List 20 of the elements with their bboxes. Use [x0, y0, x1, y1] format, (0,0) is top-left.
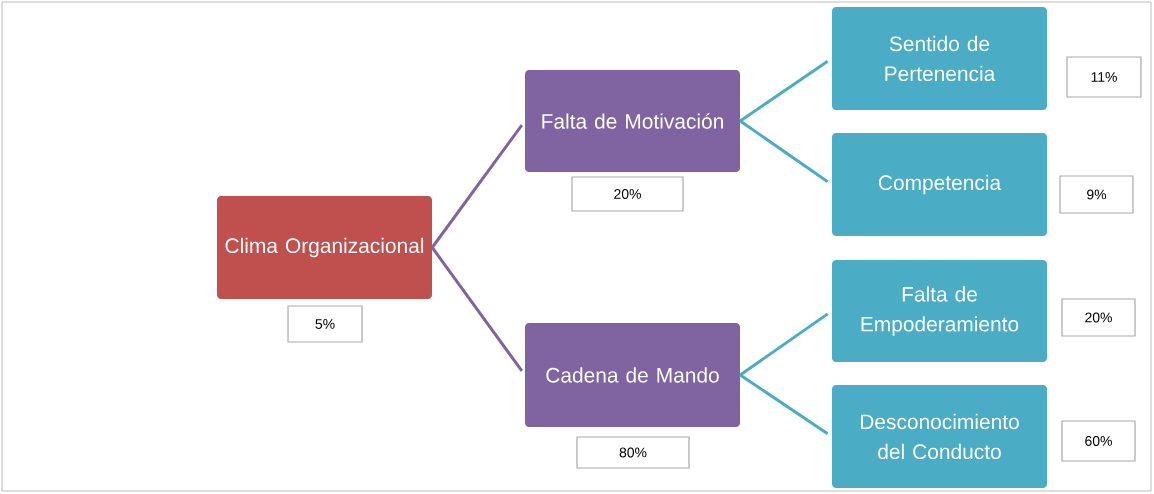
percentage-box: 5%	[287, 305, 363, 343]
category-box: Competencia	[832, 133, 1047, 236]
percentage-box: 80%	[576, 436, 690, 469]
connector-line	[431, 246, 524, 372]
category-box: Cadena de Mando	[525, 323, 740, 427]
connector-line	[739, 60, 829, 123]
connector-line	[431, 124, 524, 249]
category-box: Sentido de Pertenencia	[832, 7, 1047, 110]
connector-line	[739, 373, 829, 435]
percentage-box: 9%	[1059, 175, 1134, 214]
connector-line	[739, 119, 829, 183]
connector-line	[739, 312, 829, 377]
category-box: Clima Organizacional	[217, 196, 432, 299]
percentage-box: 11%	[1066, 56, 1142, 98]
percentage-box: 20%	[1061, 298, 1136, 337]
category-box: Falta de Motivación	[525, 70, 740, 172]
percentage-box: 60%	[1061, 420, 1136, 462]
category-box: Falta de Empoderamiento	[832, 260, 1047, 362]
percentage-box: 20%	[571, 176, 684, 212]
category-box: Desconocimiento del Conducto	[832, 385, 1047, 488]
